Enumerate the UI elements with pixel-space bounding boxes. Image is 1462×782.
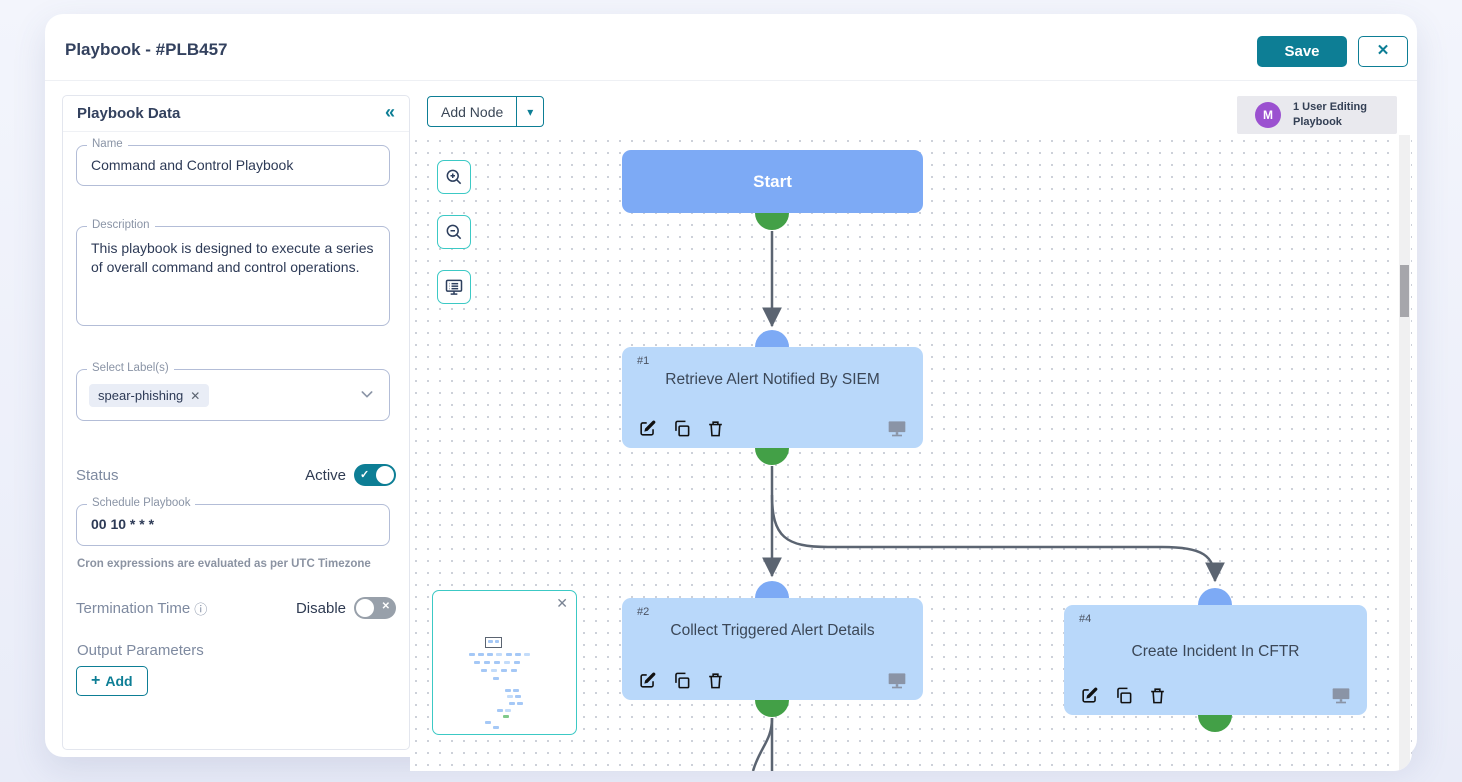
name-field-value[interactable]: Command and Control Playbook	[91, 157, 294, 173]
button-divider	[516, 97, 518, 126]
termination-toggle[interactable]: ✕	[354, 597, 396, 619]
status-toggle[interactable]: ✓	[354, 464, 396, 486]
status-row: Status Active ✓	[76, 464, 396, 486]
copy-icon[interactable]	[1114, 686, 1133, 705]
add-node-dropdown-caret-icon[interactable]: ▾	[527, 104, 534, 119]
info-icon[interactable]: ⓘ	[194, 601, 208, 617]
playbook-editor-window: Playbook - #PLB457 Save ✕ Playbook Data …	[45, 14, 1417, 771]
zoom-out-icon	[446, 224, 462, 240]
save-button[interactable]: Save	[1257, 36, 1347, 67]
edit-icon[interactable]	[638, 671, 657, 690]
delete-icon[interactable]	[706, 419, 725, 438]
edit-icon[interactable]	[638, 419, 657, 438]
copy-icon[interactable]	[672, 419, 691, 438]
monitor-icon[interactable]	[887, 418, 907, 438]
action-node-4[interactable]: #4 Create Incident In CFTR	[1064, 605, 1367, 715]
minimap-close-icon[interactable]: ✕	[556, 595, 568, 611]
schedule-field-label: Schedule Playbook	[87, 497, 196, 509]
user-avatar[interactable]: M	[1255, 102, 1281, 128]
description-field-value[interactable]: This playbook is designed to execute a s…	[91, 240, 374, 275]
name-field[interactable]: Name Command and Control Playbook	[76, 138, 390, 186]
cross-icon: ✕	[381, 601, 390, 612]
zoom-in-button[interactable]	[437, 160, 471, 194]
select-labels-label: Select Label(s)	[87, 362, 174, 374]
plus-icon: +	[91, 672, 101, 689]
action-node-1[interactable]: #1 Retrieve Alert Notified By SIEM	[622, 347, 923, 448]
start-node-title: Start	[753, 171, 792, 191]
node-title: Collect Triggered Alert Details	[670, 622, 875, 639]
cron-note: Cron expressions are evaluated as per UT…	[77, 558, 371, 570]
name-field-label: Name	[87, 138, 128, 150]
edge-connectors	[751, 231, 1225, 771]
label-chip-text: spear-phishing	[98, 388, 184, 403]
node-action-bar	[638, 670, 907, 690]
node-action-bar	[638, 418, 907, 438]
termination-value: Disable	[295, 599, 346, 617]
header-divider	[45, 80, 1417, 81]
toggle-knob	[356, 599, 374, 617]
node-list-button[interactable]	[437, 270, 471, 304]
node-title: Retrieve Alert Notified By SIEM	[665, 371, 880, 388]
scrollbar-thumb[interactable]	[1400, 265, 1409, 317]
minimap-viewport[interactable]	[485, 637, 502, 648]
playbook-data-panel: Playbook Data « Name Command and Control…	[62, 95, 410, 750]
start-node[interactable]: Start	[622, 150, 923, 213]
node-number: #2	[637, 606, 650, 618]
status-label: Status	[76, 466, 119, 484]
description-field-label: Description	[87, 219, 155, 231]
description-field[interactable]: Description This playbook is designed to…	[76, 219, 390, 326]
panel-header: Playbook Data «	[63, 96, 409, 132]
select-labels-field[interactable]: Select Label(s) spear-phishing ✕	[76, 362, 390, 421]
users-editing-badge: M 1 User Editing Playbook	[1237, 96, 1397, 134]
users-editing-text: 1 User Editing Playbook	[1293, 101, 1367, 128]
canvas-grid[interactable]: Start #1 Retrieve Alert Notified By SIEM	[410, 135, 1412, 771]
node-number: #1	[637, 355, 650, 367]
canvas-scrollbar[interactable]	[1399, 135, 1410, 771]
add-output-parameter-button[interactable]: + Add	[76, 666, 148, 696]
output-parameters-label: Output Parameters	[77, 642, 204, 659]
chip-remove-icon[interactable]: ✕	[190, 388, 201, 403]
status-value: Active	[305, 466, 346, 484]
page-title: Playbook - #PLB457	[65, 40, 228, 59]
node-number: #4	[1079, 613, 1092, 625]
minimap[interactable]: ✕	[432, 590, 577, 735]
toggle-knob	[376, 466, 394, 484]
schedule-field-value[interactable]: 00 10 * * *	[91, 516, 155, 532]
label-chip[interactable]: spear-phishing ✕	[89, 384, 210, 407]
close-button[interactable]: ✕	[1358, 36, 1408, 67]
check-icon: ✓	[360, 469, 370, 481]
node-list-icon	[445, 279, 463, 295]
edit-icon[interactable]	[1080, 686, 1099, 705]
delete-icon[interactable]	[706, 671, 725, 690]
monitor-icon[interactable]	[887, 670, 907, 690]
canvas-toolbar: Add Node ▾ M 1 User Editing Playbook	[410, 88, 1412, 135]
schedule-field[interactable]: Schedule Playbook 00 10 * * *	[76, 497, 390, 546]
add-node-label: Add Node	[441, 103, 504, 120]
add-button-label: Add	[105, 673, 133, 689]
add-node-button[interactable]: Add Node ▾	[427, 96, 545, 127]
playbook-canvas: Add Node ▾ M 1 User Editing Playbook	[410, 88, 1412, 771]
panel-title: Playbook Data	[77, 105, 181, 122]
node-action-bar	[1080, 685, 1351, 705]
action-node-2[interactable]: #2 Collect Triggered Alert Details	[622, 598, 923, 700]
chevron-down-icon[interactable]	[359, 386, 375, 407]
delete-icon[interactable]	[1148, 686, 1167, 705]
termination-row: Termination Time ⓘ Disable ✕	[76, 597, 396, 619]
zoom-in-icon	[446, 169, 462, 185]
zoom-out-button[interactable]	[437, 215, 471, 249]
monitor-icon[interactable]	[1331, 685, 1351, 705]
termination-label: Termination Time	[76, 599, 191, 617]
node-title: Create Incident In CFTR	[1131, 643, 1300, 660]
copy-icon[interactable]	[672, 671, 691, 690]
close-icon: ✕	[1376, 42, 1390, 59]
collapse-panel-icon[interactable]: «	[384, 102, 395, 122]
